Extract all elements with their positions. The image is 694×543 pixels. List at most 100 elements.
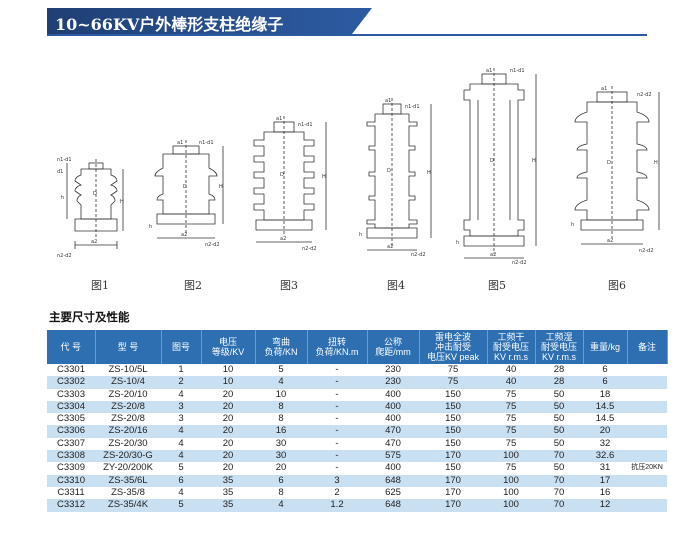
figure-4-drawing: a1 n1-d1 D H h a2 n2-d2 [359,98,432,258]
table-cell: 3 [161,413,201,426]
table-cell: - [307,462,367,475]
table-cell: 5 [255,364,307,377]
table-cell [627,400,667,414]
table-cell: 100 [487,499,535,512]
table-cell: - [307,413,367,426]
table-cell: C3312 [47,499,95,512]
table-cell: ZS-20/8 [95,400,161,414]
figure-6-label: 图6 [608,279,626,292]
figure-5: a1 n1-d1 D H h a2 n2-d2 图5 [452,66,542,292]
table-cell: 150 [419,388,487,401]
column-header: 雷电全波冲击耐受电压KV peak [419,330,488,364]
column-header: 型 号 [95,330,162,364]
fig2-dim-a2: a2 [181,232,187,238]
table-cell: ZY-20/200K [95,462,161,475]
figure-1: n1-d1 d1 D H h a2 n2-d2 图1 [57,155,127,292]
table-cell: 20 [255,462,307,475]
fig2-dim-h: h [149,224,152,230]
table-cell: 150 [419,413,487,426]
table-cell [627,499,667,512]
table-cell: 抗压20KN [627,462,667,475]
fig6-dim-H: H [654,160,658,166]
table-cell: 230 [367,364,419,377]
insulator-figures: n1-d1 d1 D H h a2 n2-d2 图1 a1 n1-d1 D H … [47,60,667,300]
column-header: 图号 [161,330,202,364]
table-cell: 1.2 [307,499,367,512]
table-cell: 150 [419,462,487,475]
table-cell: 30 [255,437,307,451]
table-cell [627,364,667,377]
fig1-dim-a2: a2 [91,239,97,245]
table-cell: 14.5 [583,400,627,414]
fig3-dim-D: D [280,172,284,178]
table-cell: 648 [367,499,419,512]
table-cell: 470 [367,437,419,451]
fig1-dim-D: D [93,191,97,197]
table-cell: 100 [487,486,535,500]
table-cell: 6 [255,474,307,487]
fig4-dim-a2: a2 [387,244,393,250]
fig4-dim-h: h [359,232,362,238]
fig3-dim-a1: a1 [276,116,282,122]
fig6-dim-a2: a2 [607,238,613,244]
table-cell: 18 [583,388,627,401]
table-cell: - [307,425,367,438]
figure-2-label: 图2 [184,279,202,292]
fig2-dim-n2d2: n2-d2 [205,242,220,248]
figure-1-label: 图1 [91,279,109,292]
table-cell: 75 [487,388,535,401]
table-cell: 17 [583,474,627,487]
fig5-dim-n2d2: n2-d2 [512,260,527,266]
figure-4-label: 图4 [387,279,405,292]
table-cell: 75 [419,364,487,377]
table-cell: C3303 [47,388,95,401]
table-cell: 28 [535,376,583,389]
table-cell: 31 [583,462,627,475]
table-cell: ZS-35/4K [95,499,161,512]
title-banner: 10~66KV户外棒形支柱绝缘子 [47,8,647,36]
fig1-base [74,218,118,232]
figure-4: a1 n1-d1 D H h a2 n2-d2 图4 [347,96,437,292]
table-cell: 75 [487,462,535,475]
fig2-dim-a1: a1 [177,140,183,146]
table-cell [627,437,667,451]
table-cell: C3308 [47,450,95,463]
fig3-dim-n2d2: n2-d2 [302,246,317,252]
column-header: 备注 [627,330,668,364]
table-cell: 648 [367,474,419,487]
table-cell: 35 [201,499,255,512]
table-cell: 230 [367,376,419,389]
table-cell: 50 [535,388,583,401]
column-header: 代 号 [47,330,96,364]
fig2-dim-D: D [183,184,187,190]
fig3-dim-n1d1: n1-d1 [298,122,313,128]
column-header: 电压等级/KV [201,330,256,364]
table-cell: C3301 [47,364,95,377]
table-cell: 6 [583,364,627,377]
table-cell: C3302 [47,376,95,389]
page-title: 10~66KV户外棒形支柱绝缘子 [55,15,284,34]
figure-3: a1 n1-d1 D H a2 n2-d2 图3 [242,116,332,292]
table-cell: 35 [201,474,255,487]
fig2-dim-H: H [219,184,223,190]
table-cell: 40 [487,376,535,389]
table-cell: 170 [419,450,487,463]
fig6-dim-a1: a1 [601,86,607,92]
figure-6-drawing: a1 n2-d2 D H h a2 n2-d2 [571,86,660,254]
table-cell: - [307,437,367,451]
table-cell: 4 [161,388,201,401]
figure-3-drawing: a1 n1-d1 D H a2 n2-d2 [253,116,327,252]
table-cell: 625 [367,486,419,500]
title-underline [47,34,647,36]
table-cell: 50 [535,413,583,426]
figure-2-drawing: a1 n1-d1 D H h a2 n2-d2 [149,140,224,248]
table-cell: 170 [419,499,487,512]
table-cell: 50 [535,462,583,475]
figure-5-drawing: a1 n1-d1 D H h a2 n2-d2 [456,68,537,266]
table-cell [627,486,667,500]
